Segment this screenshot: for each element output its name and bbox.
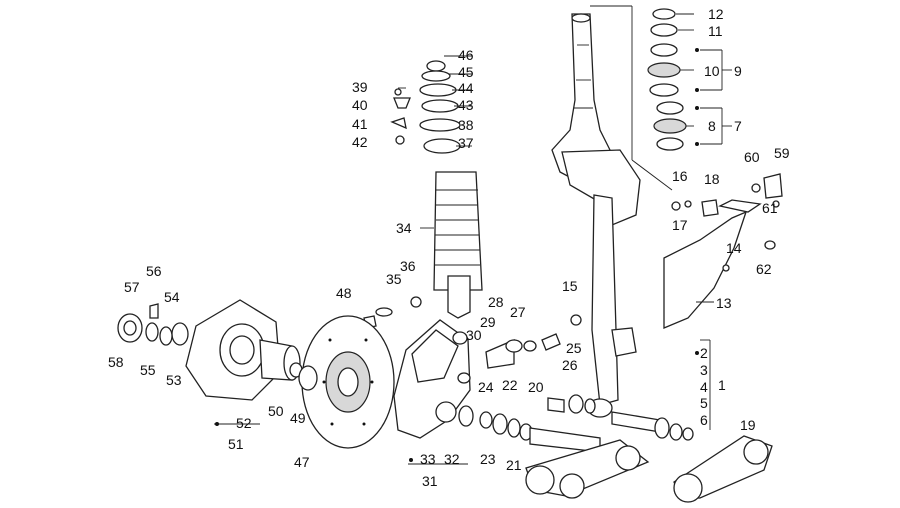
label-8: 8 [708,118,716,134]
label-39: 39 [352,79,368,95]
label-2: 2 [700,345,708,361]
label-36: 36 [400,258,416,274]
label-30: 30 [466,327,482,343]
label-22: 22 [502,377,518,393]
label-56: 56 [146,263,162,279]
brake-disc [301,315,395,449]
label-15: 15 [562,278,578,294]
label-45: 45 [458,64,474,80]
label-3: 3 [700,362,708,378]
label-37: 37 [458,135,474,151]
label-1: 1 [718,377,726,393]
label-47: 47 [294,454,310,470]
label-21: 21 [506,457,522,473]
label-42: 42 [352,134,368,150]
suspension-link [525,435,773,503]
label-19: 19 [740,417,756,433]
label-41: 41 [352,116,368,132]
label-24: 24 [478,379,494,395]
wheel-hub [117,299,318,401]
label-28: 28 [488,294,504,310]
label-23: 23 [480,451,496,467]
label-31: 31 [422,473,438,489]
label-48: 48 [336,285,352,301]
label-20: 20 [528,379,544,395]
label-27: 27 [510,304,526,320]
label-26: 26 [562,357,578,373]
label-29: 29 [480,314,496,330]
label-25: 25 [566,340,582,356]
label-35: 35 [386,271,402,287]
label-50: 50 [268,403,284,419]
axle-spacers [458,333,694,453]
label-16: 16 [672,168,688,184]
label-38: 38 [458,117,474,133]
label-61: 61 [762,200,778,216]
label-18: 18 [704,171,720,187]
small-fasteners-right [570,173,783,326]
label-60: 60 [744,149,760,165]
shock-absorber [390,60,483,319]
part-number-labels: 12 11 10 9 8 7 60 59 16 18 61 17 14 62 1… [108,6,790,489]
label-49: 49 [290,410,306,426]
label-11: 11 [708,23,723,39]
label-9: 9 [734,63,742,79]
label-53: 53 [166,372,182,388]
label-34: 34 [396,220,412,236]
label-57: 57 [124,279,140,295]
leader-lines [214,13,732,465]
label-6: 6 [700,412,708,428]
label-13: 13 [716,295,732,311]
label-4: 4 [700,379,708,395]
label-32: 32 [444,451,460,467]
label-58: 58 [108,354,124,370]
label-12: 12 [708,6,724,22]
label-59: 59 [774,145,790,161]
marker-dots [215,48,699,462]
label-44: 44 [458,80,474,96]
label-51: 51 [228,436,244,452]
steering-fork [551,13,641,418]
label-14: 14 [726,240,742,256]
label-40: 40 [352,97,368,113]
label-46: 46 [458,47,474,63]
label-7: 7 [734,118,742,134]
label-54: 54 [164,289,180,305]
label-52: 52 [236,415,252,431]
label-55: 55 [140,362,156,378]
label-33: 33 [420,451,436,467]
label-62: 62 [756,261,772,277]
label-43: 43 [458,97,474,113]
label-17: 17 [672,217,688,233]
label-5: 5 [700,395,708,411]
label-10: 10 [704,63,720,79]
